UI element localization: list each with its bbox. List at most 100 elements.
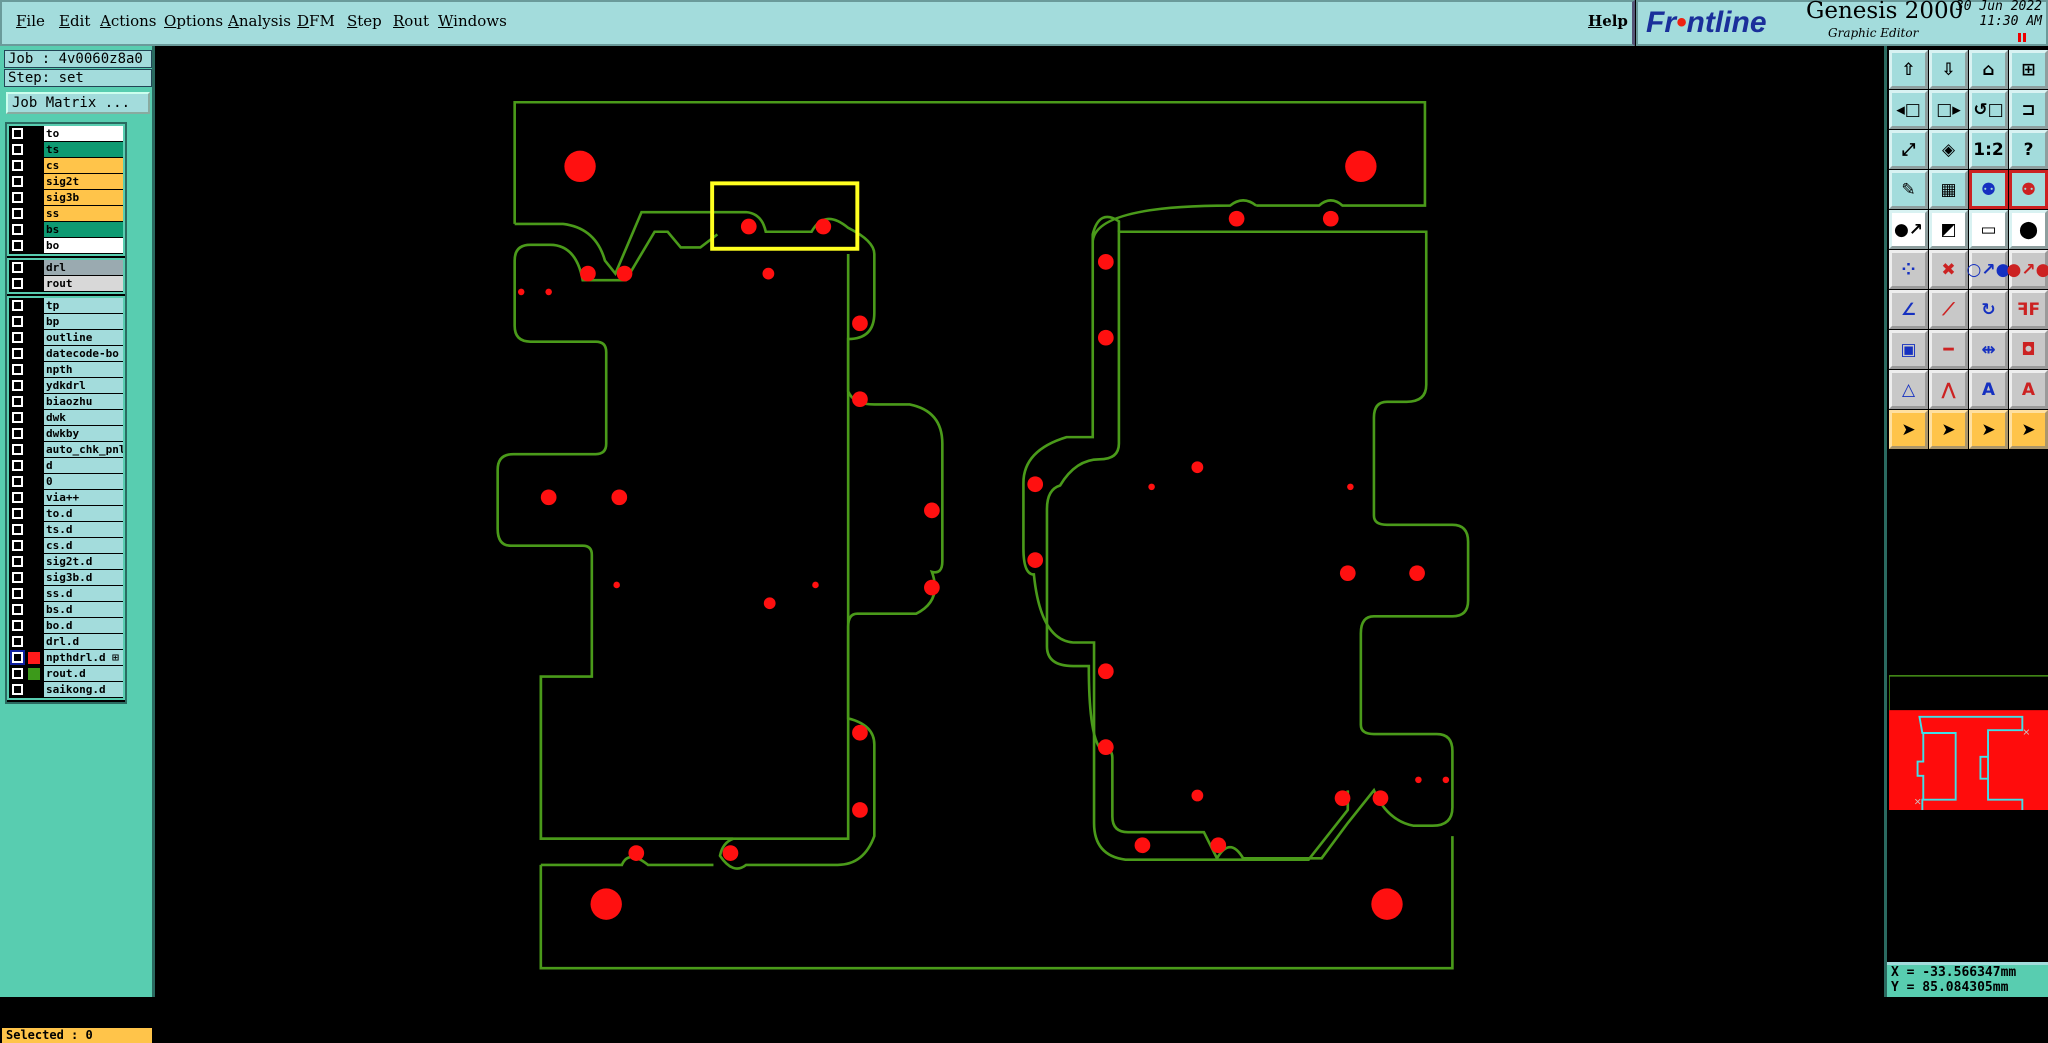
layer-checkbox[interactable]: [12, 476, 23, 487]
layer-color-swatch[interactable]: [28, 191, 40, 204]
layer-name[interactable]: saikong.d: [44, 682, 123, 697]
menu-step[interactable]: Step: [347, 12, 382, 30]
outline-trap-button[interactable]: A: [1969, 370, 2008, 409]
layer-row[interactable]: cs: [9, 158, 123, 174]
layer-checkbox[interactable]: [12, 208, 23, 219]
stretch-line-button[interactable]: ⟋: [1929, 290, 1968, 329]
pointer-poly-button[interactable]: ➤: [1969, 410, 2008, 449]
move-pad-button[interactable]: ○↗●: [1967, 250, 2010, 289]
layer-color-swatch[interactable]: [28, 277, 40, 290]
layer-checkbox[interactable]: [12, 332, 23, 343]
layer-row[interactable]: sig2t: [9, 174, 123, 190]
layer-name[interactable]: drl.d: [44, 634, 123, 649]
layer-color-swatch[interactable]: [28, 523, 40, 536]
menu-file[interactable]: File: [16, 12, 45, 30]
layer-checkbox[interactable]: [12, 348, 23, 359]
layer-row[interactable]: npth: [9, 362, 123, 378]
layer-row[interactable]: via++: [9, 490, 123, 506]
menu-options[interactable]: Options: [164, 12, 224, 30]
move-up-button[interactable]: ⇧: [1889, 50, 1928, 89]
layer-color-swatch[interactable]: [28, 347, 40, 360]
layer-color-swatch[interactable]: [28, 363, 40, 376]
layer-name[interactable]: npthdrl.d ⊞: [44, 650, 123, 665]
layer-checkbox[interactable]: [12, 160, 23, 171]
layer-name[interactable]: rout.d: [44, 666, 123, 681]
measure-ruler-button[interactable]: ▭: [1969, 210, 2008, 249]
menu-actions[interactable]: Actions: [100, 12, 157, 30]
layer-row[interactable]: ss: [9, 206, 123, 222]
layer-checkbox[interactable]: [12, 300, 23, 311]
menu-windows[interactable]: Windows: [438, 12, 507, 30]
netlist-blue-button[interactable]: ⚉: [1969, 170, 2008, 209]
menu-edit[interactable]: Edit: [59, 12, 91, 30]
scale-1-2-button[interactable]: 1:2: [1969, 130, 2008, 169]
layer-color-swatch[interactable]: [28, 555, 40, 568]
layer-name[interactable]: outline: [44, 330, 123, 345]
layer-color-swatch[interactable]: [28, 571, 40, 584]
layer-row[interactable]: sig3b.d: [9, 570, 123, 586]
layer-name[interactable]: npth: [44, 362, 123, 377]
layer-name[interactable]: dwk: [44, 410, 123, 425]
layer-name[interactable]: sig3b: [44, 190, 123, 205]
layer-name[interactable]: sig2t: [44, 174, 123, 189]
layer-row[interactable]: tp: [9, 298, 123, 314]
layer-color-swatch[interactable]: [28, 395, 40, 408]
layer-row[interactable]: bs: [9, 222, 123, 238]
menu-dfm[interactable]: DFM: [297, 12, 335, 30]
layer-row[interactable]: d: [9, 458, 123, 474]
layer-color-swatch[interactable]: [28, 427, 40, 440]
layer-name[interactable]: 0: [44, 474, 123, 489]
move-down-button[interactable]: ⇩: [1929, 50, 1968, 89]
layer-color-swatch[interactable]: [28, 683, 40, 696]
layer-name[interactable]: cs.d: [44, 538, 123, 553]
layer-row[interactable]: datecode-bo: [9, 346, 123, 362]
layer-row[interactable]: ydkdrl: [9, 378, 123, 394]
layer-row[interactable]: npthdrl.d ⊞: [9, 650, 123, 666]
layer-checkbox[interactable]: [12, 262, 23, 273]
layer-row[interactable]: saikong.d: [9, 682, 123, 698]
layer-name[interactable]: dwkby: [44, 426, 123, 441]
layer-checkbox[interactable]: [12, 176, 23, 187]
layer-row[interactable]: bo: [9, 238, 123, 254]
delete-button[interactable]: ✖: [1929, 250, 1968, 289]
layer-color-swatch[interactable]: [28, 507, 40, 520]
layer-row[interactable]: 0: [9, 474, 123, 490]
layer-checkbox[interactable]: [12, 444, 23, 455]
layer-color-swatch[interactable]: [28, 143, 40, 156]
layer-row[interactable]: sig2t.d: [9, 554, 123, 570]
job-matrix-button[interactable]: Job Matrix ...: [6, 92, 150, 114]
connect-button[interactable]: ⁘: [1889, 250, 1928, 289]
layer-name[interactable]: ts: [44, 142, 123, 157]
layer-color-swatch[interactable]: [28, 239, 40, 252]
layer-row[interactable]: to: [9, 126, 123, 142]
layer-checkbox[interactable]: [12, 144, 23, 155]
layer-row[interactable]: cs.d: [9, 538, 123, 554]
layer-checkbox[interactable]: [12, 128, 23, 139]
layer-name[interactable]: sig2t.d: [44, 554, 123, 569]
layer-color-swatch[interactable]: [28, 331, 40, 344]
layer-name[interactable]: datecode-bo: [44, 346, 123, 361]
layer-color-swatch[interactable]: [28, 667, 40, 680]
layer-row[interactable]: bs.d: [9, 602, 123, 618]
layer-color-swatch[interactable]: [28, 635, 40, 648]
layer-row[interactable]: sig3b: [9, 190, 123, 206]
layer-checkbox[interactable]: [10, 650, 25, 665]
tools-button[interactable]: ✎: [1889, 170, 1928, 209]
layer-name[interactable]: ts.d: [44, 522, 123, 537]
layer-color-swatch[interactable]: [28, 299, 40, 312]
outline-arc-button[interactable]: △: [1889, 370, 1928, 409]
layer-checkbox[interactable]: [12, 604, 23, 615]
layer-row[interactable]: bo.d: [9, 618, 123, 634]
layer-color-swatch[interactable]: [28, 619, 40, 632]
xy-grid-button[interactable]: ⊞: [2009, 50, 2048, 89]
layer-checkbox[interactable]: [12, 556, 23, 567]
layer-checkbox[interactable]: [12, 668, 23, 679]
layer-checkbox[interactable]: [12, 278, 23, 289]
snap-button[interactable]: ⊐: [2009, 90, 2048, 129]
layer-name[interactable]: auto_chk_pnl: [44, 442, 123, 457]
layer-checkbox[interactable]: [12, 192, 23, 203]
layer-checkbox[interactable]: [12, 240, 23, 251]
align-button[interactable]: ⇹: [1969, 330, 2008, 369]
layer-name[interactable]: via++: [44, 490, 123, 505]
layer-color-swatch[interactable]: [28, 475, 40, 488]
